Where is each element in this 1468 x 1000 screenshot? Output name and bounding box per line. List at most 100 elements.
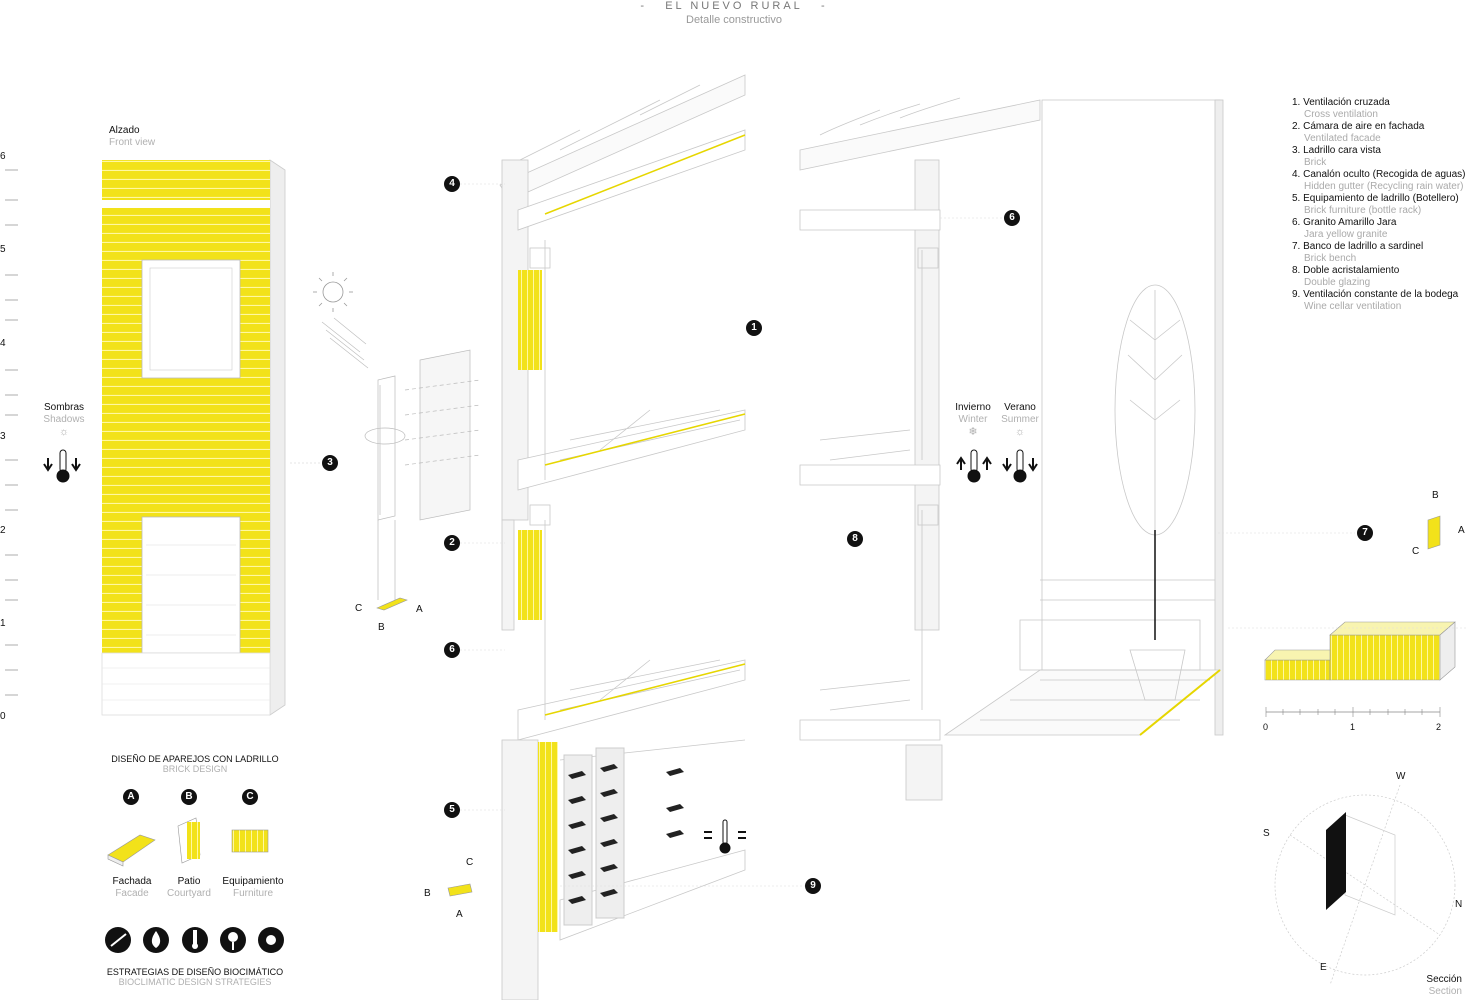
sample-left-a: A bbox=[416, 604, 423, 615]
marker-9: 9 bbox=[805, 878, 821, 894]
strategies-title-en: BIOCLIMATIC DESIGN STRATEGIES bbox=[118, 977, 272, 987]
page-title: - EL NUEVO RURAL - bbox=[0, 0, 1468, 12]
sun-small-icon: ☼ bbox=[58, 426, 70, 438]
summer-label-en: Summer bbox=[1001, 414, 1039, 425]
cellar-thermometer-icon bbox=[704, 819, 746, 854]
title-dash-left: - bbox=[640, 0, 666, 12]
brick-design-title-en: BRICK DESIGN bbox=[162, 764, 228, 774]
strategies-title-es: ESTRATEGIAS DE DISEÑO BIOCIMÁTICO bbox=[106, 967, 284, 977]
section-brick-yellow-upper bbox=[518, 270, 542, 370]
brick-item-courtyard: Patio Courtyard bbox=[160, 876, 218, 900]
marker-8: 8 bbox=[847, 531, 863, 547]
sun-summer-icon: ☼ bbox=[1014, 426, 1026, 438]
section-label-en: Section bbox=[1428, 986, 1462, 997]
brick-item-courtyard-en: Courtyard bbox=[167, 888, 211, 899]
brick-design-title-es: DISEÑO DE APAREJOS CON LADRILLO bbox=[111, 754, 279, 764]
sample-cellar-c: C bbox=[466, 857, 474, 868]
shadows-label: Sombras Shadows ☼ bbox=[38, 402, 90, 438]
winter-label: Invierno Winter ❄ bbox=[950, 402, 996, 438]
bottle-rack bbox=[563, 747, 684, 926]
page-subtitle: Detalle constructivo bbox=[686, 14, 782, 26]
bench-scale-2: 2 bbox=[1436, 722, 1442, 732]
winter-label-es: Invierno bbox=[955, 402, 991, 413]
courtyard bbox=[943, 99, 1224, 736]
section-label-es: Sección bbox=[1426, 974, 1462, 985]
sun-rays bbox=[321, 317, 369, 369]
elevation-title-en: Front view bbox=[109, 137, 156, 148]
scale-2: 2 bbox=[0, 525, 6, 536]
section-label: Sección Section bbox=[1416, 974, 1462, 998]
elevation-title-es: Alzado bbox=[109, 125, 140, 136]
sample-bench-a: A bbox=[1458, 525, 1465, 536]
brick-letter-c: C bbox=[242, 789, 258, 805]
compass-black-wall bbox=[1326, 812, 1346, 910]
scale-4: 4 bbox=[0, 338, 6, 349]
winter-label-en: Winter bbox=[958, 414, 988, 425]
brick-letter-b: B bbox=[181, 789, 197, 805]
scale-6: 6 bbox=[0, 151, 6, 162]
shadows-label-en: Shadows bbox=[43, 414, 85, 425]
bench-scale-0: 0 bbox=[1263, 722, 1269, 732]
marker-5: 5 bbox=[444, 802, 460, 818]
shadows-thermometer-icon bbox=[43, 449, 81, 483]
marker-1: 1 bbox=[746, 320, 762, 336]
brick-design-title: DISEÑO DE APAREJOS CON LADRILLO BRICK DE… bbox=[80, 754, 310, 774]
scale-5: 5 bbox=[0, 244, 6, 255]
brick-item-furniture-es: Equipamiento bbox=[222, 876, 284, 887]
bench-drawing bbox=[1228, 515, 1468, 717]
sample-left-b: B bbox=[378, 622, 385, 633]
sample-left-c: C bbox=[355, 603, 363, 614]
brick-letter-a: A bbox=[123, 789, 139, 805]
brick-item-facade-en: Facade bbox=[115, 888, 149, 899]
sun-icon bbox=[313, 272, 353, 312]
brick-item-furniture: Equipamiento Furniture bbox=[218, 876, 288, 900]
sample-cellar-a: A bbox=[456, 909, 463, 920]
cellar-brick-rack bbox=[538, 742, 558, 932]
compass-w: W bbox=[1396, 771, 1406, 782]
summer-thermometer-icon bbox=[1002, 449, 1038, 483]
marker-6b: 6 bbox=[1004, 210, 1020, 226]
sample-bench-b: B bbox=[1432, 490, 1439, 501]
section-right bbox=[799, 97, 1041, 801]
summer-label-es: Verano bbox=[1004, 402, 1036, 413]
marker-6a: 6 bbox=[444, 642, 460, 658]
scale-3: 3 bbox=[0, 431, 6, 442]
brick-design-samples bbox=[107, 817, 269, 867]
marker-4: 4 bbox=[444, 176, 460, 192]
snowflake-icon: ❄ bbox=[968, 426, 978, 438]
sample-bench-c: C bbox=[1412, 546, 1420, 557]
brick-item-facade: Fachada Facade bbox=[100, 876, 164, 900]
compass-e: E bbox=[1320, 962, 1327, 973]
title-dash-right: - bbox=[802, 0, 828, 12]
scale-1: 1 bbox=[0, 618, 6, 629]
compass-n: N bbox=[1455, 899, 1463, 910]
winter-thermometer-icon bbox=[956, 449, 992, 483]
elevation-scale bbox=[5, 169, 18, 696]
strategies-title: ESTRATEGIAS DE DISEÑO BIOCIMÁTICO BIOCLI… bbox=[80, 967, 310, 987]
section-brick-yellow-lower bbox=[518, 530, 542, 620]
facade-panel-diagram bbox=[364, 349, 481, 600]
bench-scale-1: 1 bbox=[1350, 722, 1356, 732]
brick-item-facade-es: Fachada bbox=[112, 876, 152, 887]
compass-diagram bbox=[1274, 784, 1456, 986]
marker-3: 3 bbox=[322, 455, 338, 471]
header-title: EL NUEVO RURAL bbox=[665, 0, 803, 12]
shadows-label-es: Sombras bbox=[43, 402, 84, 413]
marker-7: 7 bbox=[1357, 525, 1373, 541]
summer-label: Verano Summer ☼ bbox=[998, 402, 1042, 438]
section-left bbox=[499, 74, 746, 741]
brick-item-furniture-en: Furniture bbox=[232, 888, 273, 899]
marker-2: 2 bbox=[444, 535, 460, 551]
elevation-title: Alzado Front view bbox=[109, 125, 155, 149]
legend-item-4: 4. Canalón oculto (Recogida de aguas)Hid… bbox=[1292, 169, 1466, 192]
sample-cellar-b: B bbox=[424, 888, 431, 899]
legend-item-5: 5. Equipamiento de ladrillo (Botellero)B… bbox=[1292, 193, 1459, 216]
strategy-icons bbox=[105, 927, 284, 953]
